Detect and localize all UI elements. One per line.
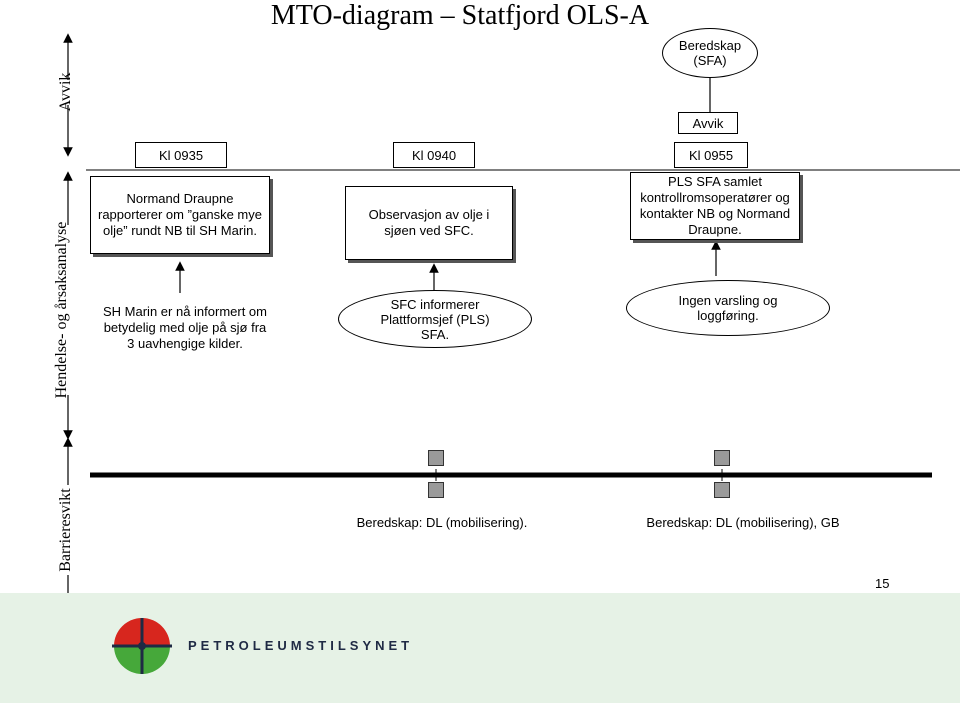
event-ellipse-3: Ingen varsling og loggføring. bbox=[626, 280, 830, 336]
row-label-hendelse: Hendelse- og årsaksanalyse bbox=[53, 221, 70, 399]
barrier-label-1: Beredskap: DL (mobilisering). bbox=[356, 515, 528, 530]
event-box-2: Observasjon av olje i sjøen ved SFC. bbox=[345, 186, 513, 260]
event-box-3: PLS SFA samlet kontrollromsoperatører og… bbox=[630, 172, 800, 240]
page-title: MTO-diagram – Statfjord OLS-A bbox=[270, 0, 650, 31]
event-ellipse-1: SH Marin er nå informert om betydelig me… bbox=[103, 304, 267, 351]
time-box-0955: Kl 0955 bbox=[674, 142, 748, 168]
beredskap-text: Beredskap (SFA) bbox=[678, 38, 742, 68]
barrier-square-1-top bbox=[428, 450, 444, 466]
logo-text: PETROLEUMSTILSYNET bbox=[188, 638, 414, 653]
event-ellipse-3-text: Ingen varsling og loggføring. bbox=[678, 293, 778, 323]
logo-icon bbox=[112, 618, 172, 674]
event-box-1: Normand Draupne rapporterer om ”ganske m… bbox=[90, 176, 270, 254]
beredskap-ellipse: Beredskap (SFA) bbox=[662, 28, 758, 78]
time-box-0940: Kl 0940 bbox=[393, 142, 475, 168]
event-ellipse-2-text: SFC informerer Plattformsjef (PLS) SFA. bbox=[380, 296, 490, 342]
barrier-square-2-bottom bbox=[714, 482, 730, 498]
barrier-square-1-bottom bbox=[428, 482, 444, 498]
row-label-avvik: Avvik bbox=[57, 72, 74, 112]
avvik-box: Avvik bbox=[678, 112, 738, 134]
row-label-barriere: Barrieresvikt bbox=[57, 488, 74, 572]
barrier-label-2: Beredskap: DL (mobilisering), GB bbox=[646, 515, 840, 530]
event-ellipse-2: SFC informerer Plattformsjef (PLS) SFA. bbox=[338, 290, 532, 348]
barrier-square-2-top bbox=[714, 450, 730, 466]
page-number: 15 bbox=[875, 576, 890, 591]
time-box-0935: Kl 0935 bbox=[135, 142, 227, 168]
